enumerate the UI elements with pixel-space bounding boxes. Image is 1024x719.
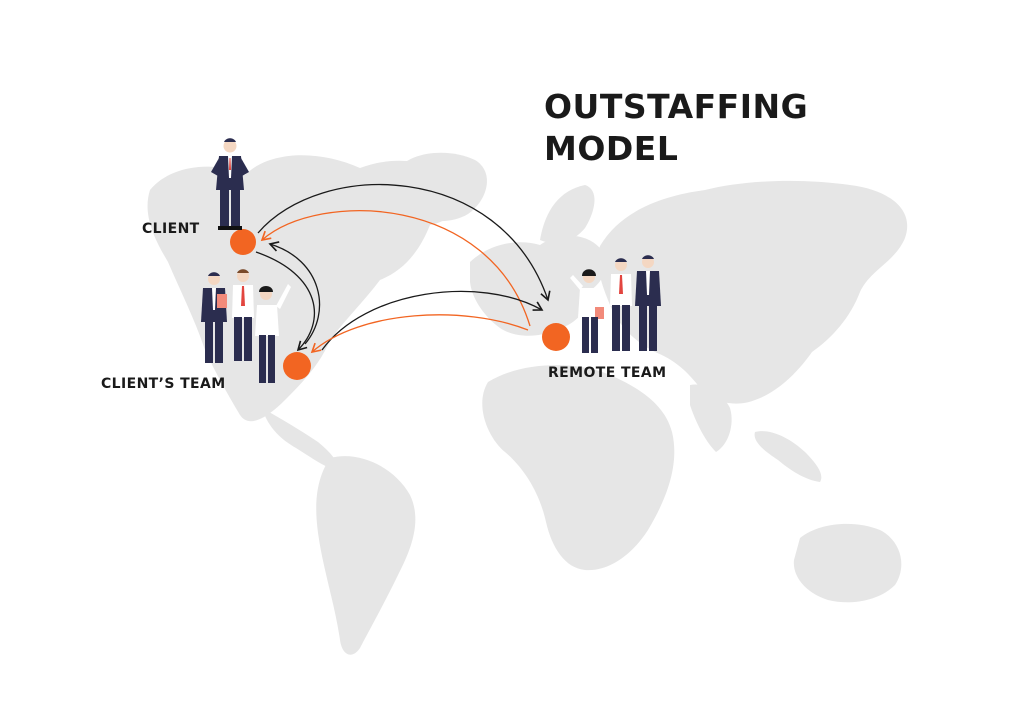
australia-shape [793,523,902,603]
arrow-remote-to-client [260,210,531,327]
businessman-figure [635,255,661,351]
remote-team-node [542,323,570,351]
businesswoman-figure [570,269,604,353]
connection-arrows [255,183,551,354]
arrow-clients-team-to-remote [321,290,544,351]
arrow-clients-team-to-client [268,241,321,345]
diagram-title-line-2: MODEL [544,129,679,168]
businessman-figure [201,272,227,363]
south-america-shape [316,456,416,655]
arrow-client-to-clients-team [255,251,316,352]
client-node [230,229,256,255]
remote-team-figures [570,255,661,353]
asia-shape [597,180,908,404]
clients-team-figures [201,269,291,383]
arrow-client-to-remote [257,183,551,302]
client-label: CLIENT [142,221,200,237]
greenland-shape [391,152,487,222]
scandinavia-shape [540,185,595,244]
diagram-title-line-1: OUTSTAFFING [544,87,809,126]
businessman-figure [232,269,254,361]
businessman-figure [610,258,632,351]
remote-team-label: REMOTE TEAM [548,365,667,381]
europe-shape [470,235,607,336]
india-shape [690,384,732,452]
africa-shape [482,365,675,571]
clients-team-label: CLIENT’S TEAM [101,376,226,392]
client-businessman-figure [211,138,249,230]
businesswoman-figure [255,284,291,383]
arrow-remote-to-clients-team [310,314,529,354]
world-map [147,152,908,655]
central-america-shape [262,408,337,470]
clients-team-node [283,352,311,380]
southeast-asia-shape [754,431,822,482]
